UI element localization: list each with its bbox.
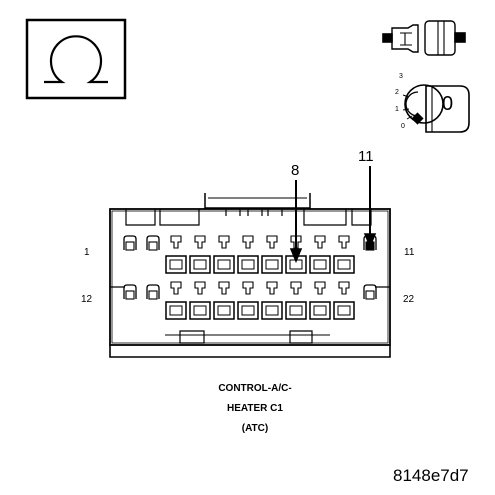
pin-cavity-13 [146, 284, 160, 300]
pin-label-11: 11 [404, 247, 415, 258]
connector-name-line-1: CONTROL-A/C- [218, 383, 292, 394]
connector-disconnect-icon [382, 20, 466, 56]
pin-label-1: 1 [84, 247, 90, 258]
pin-label-12: 12 [81, 294, 93, 305]
pin-cavity-2 [146, 235, 160, 251]
pin-label-22: 22 [403, 294, 415, 305]
pin-cavity-20 [309, 281, 331, 320]
pin-cavity-14 [165, 281, 187, 320]
connector-name-line-2: HEATER C1 [227, 403, 283, 414]
pin-cavity-12 [123, 284, 137, 300]
key-position-2: 2 [395, 89, 399, 96]
pin-cavities [123, 235, 377, 320]
pin-cavity-7 [261, 235, 283, 274]
pin-cavity-17 [237, 281, 259, 320]
pin-cavity-18 [261, 281, 283, 320]
ignition-key-off-icon [402, 84, 470, 133]
pin-cavity-22 [363, 284, 377, 300]
pin-cavity-5 [213, 235, 235, 274]
ohmmeter-icon [25, 18, 127, 100]
figure-code: 8148e7d7 [393, 466, 469, 485]
key-position-3: 3 [399, 73, 403, 80]
callout-leader-8 [289, 180, 303, 264]
callout-11: 11 [358, 148, 374, 165]
pin-cavity-4 [189, 235, 211, 274]
key-position-1: 1 [395, 106, 399, 113]
pin-cavity-3 [165, 235, 187, 274]
connector-housing [109, 193, 391, 358]
key-label: 0 [442, 93, 454, 115]
pin-cavity-19 [285, 281, 307, 320]
pin-cavity-21 [333, 281, 355, 320]
callout-leader-11 [363, 166, 377, 249]
pin-cavity-9 [309, 235, 331, 274]
pin-cavity-6 [237, 235, 259, 274]
callout-8: 8 [291, 162, 300, 179]
pin-cavity-10 [333, 235, 355, 274]
pin-cavity-1 [123, 235, 137, 251]
connector-name-line-3: (ATC) [241, 423, 269, 434]
key-position-0: 0 [401, 123, 405, 130]
pin-cavity-15 [189, 281, 211, 320]
pin-cavity-16 [213, 281, 235, 320]
